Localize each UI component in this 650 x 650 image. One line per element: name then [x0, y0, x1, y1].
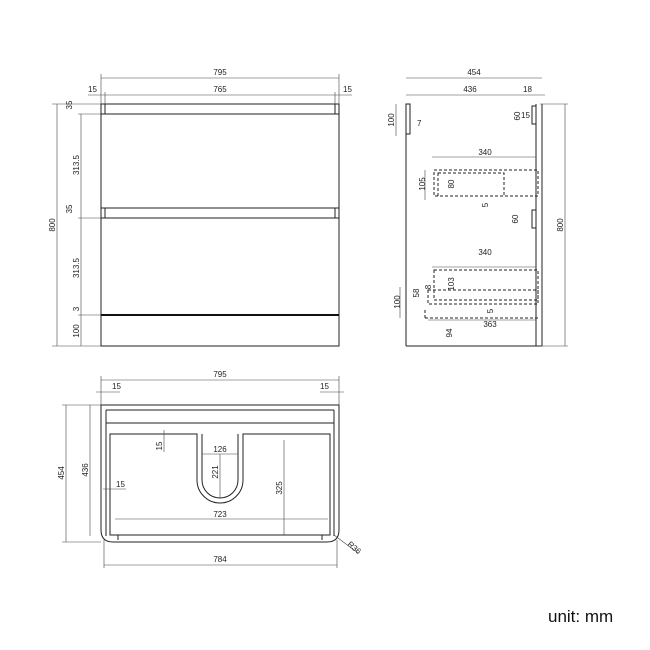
dim-front-height: 800 [48, 218, 57, 232]
dim-top-depth: 454 [57, 466, 66, 480]
dim-top-side-left: 15 [112, 382, 121, 391]
dim-front-drawer-top: 313.5 [72, 154, 81, 175]
dim-front-gap: 3 [72, 306, 81, 311]
dim-side-depth: 454 [467, 68, 481, 77]
dim-front-inner-width: 765 [213, 85, 227, 94]
dim-side-plinth-inner: 58 [412, 288, 421, 297]
dim-side-drawer1-base: 5 [481, 202, 490, 207]
dim-side-handle-mid: 60 [511, 214, 520, 223]
dim-side-drawer2-length: 340 [478, 248, 492, 257]
dim-top-cutout-depth: 221 [211, 465, 220, 479]
dim-front-mid-rail: 35 [65, 204, 74, 213]
dim-side-back: 18 [523, 85, 532, 94]
dim-top-drawer-depth: 325 [275, 481, 284, 495]
dim-side-drawer2-inner: 103 [447, 277, 456, 291]
dim-side-drawer2-gap: 8 [424, 284, 433, 289]
dim-side-plinth: 100 [393, 295, 402, 309]
dim-side-handle-top: 60 [513, 111, 522, 120]
dim-top-bottom-width: 784 [213, 555, 227, 564]
dim-side-handle-top-width: 15 [521, 111, 530, 120]
dim-side-drawer1-length: 340 [478, 148, 492, 157]
dim-side-plinth-set: 94 [445, 328, 454, 337]
dim-side-drawer1-height: 105 [418, 177, 427, 191]
dim-top-drawer-width: 723 [213, 510, 227, 519]
side-view: 454 436 18 100 7 60 15 340 105 80 5 60 8… [387, 68, 568, 347]
dim-front-top-rail: 35 [65, 100, 74, 109]
top-view: 795 15 15 454 436 15 15 126 221 325 723 … [57, 370, 363, 568]
dim-side-drawer2-base: 5 [486, 308, 495, 313]
dim-side-top-rail: 100 [387, 113, 396, 127]
dim-side-inner-depth: 436 [463, 85, 477, 94]
dim-side-drawer1-inner: 80 [447, 179, 456, 188]
dim-top-width: 795 [213, 370, 227, 379]
dim-side-height: 800 [556, 218, 565, 232]
dim-top-side-panel: 15 [116, 480, 125, 489]
dim-front-drawer-bottom: 313.5 [72, 257, 81, 278]
dim-front-side-left: 15 [88, 85, 97, 94]
dim-front-side-right: 15 [343, 85, 352, 94]
dim-top-inner-depth: 436 [81, 463, 90, 477]
dim-side-rail-offset: 7 [417, 119, 422, 128]
dim-front-width: 795 [213, 68, 227, 77]
dim-top-side-right: 15 [320, 382, 329, 391]
dim-top-rail: 15 [155, 441, 164, 450]
dim-top-cutout-width: 126 [213, 445, 227, 454]
dim-front-plinth: 100 [72, 324, 81, 338]
dim-side-bottom-length: 363 [483, 320, 497, 329]
front-view: 795 765 15 15 800 35 313.5 35 313.5 3 10… [48, 68, 352, 347]
unit-label: unit: mm [548, 607, 614, 626]
dim-top-radius: R36 [346, 540, 363, 557]
